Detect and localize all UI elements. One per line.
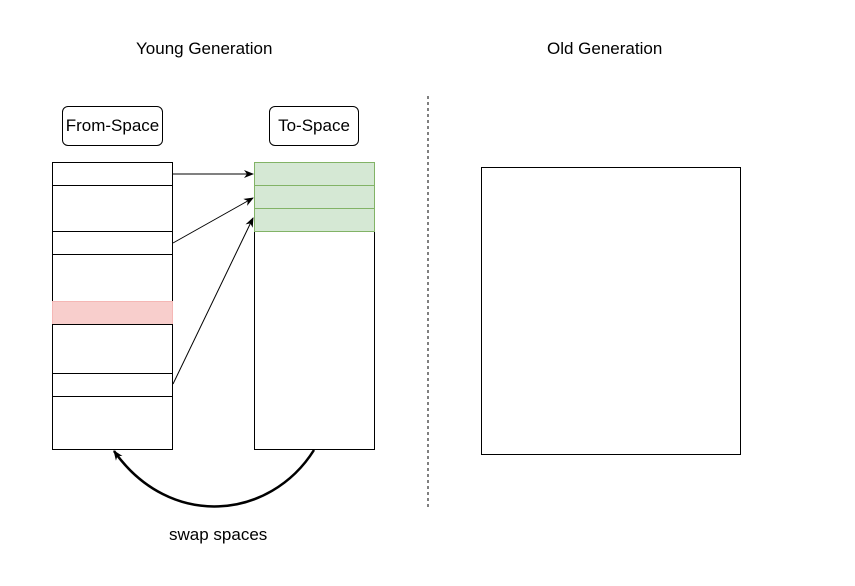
from-space-gap: [52, 254, 173, 302]
from-space-label-text: From-Space: [65, 116, 160, 135]
old-generation-region: [481, 167, 741, 455]
from-space-free-area: [52, 396, 173, 450]
young-generation-title: Young Generation: [136, 39, 273, 58]
to-space-copied-object: [254, 185, 375, 209]
from-space-gap: [52, 185, 173, 232]
swap-spaces-label: swap spaces: [169, 525, 268, 544]
old-generation-title: Old Generation: [547, 39, 663, 58]
to-space-label-text: To-Space: [278, 116, 350, 135]
copy-arrow: [172, 217, 254, 385]
from-space-label: From-Space: [62, 106, 163, 146]
copy-arrow: [172, 197, 254, 244]
from-space-object: [52, 162, 173, 186]
from-space-object: [52, 231, 173, 255]
swap-arrow: [112, 449, 316, 508]
to-space-copied-object: [254, 208, 375, 232]
to-space-label: To-Space: [269, 106, 359, 146]
